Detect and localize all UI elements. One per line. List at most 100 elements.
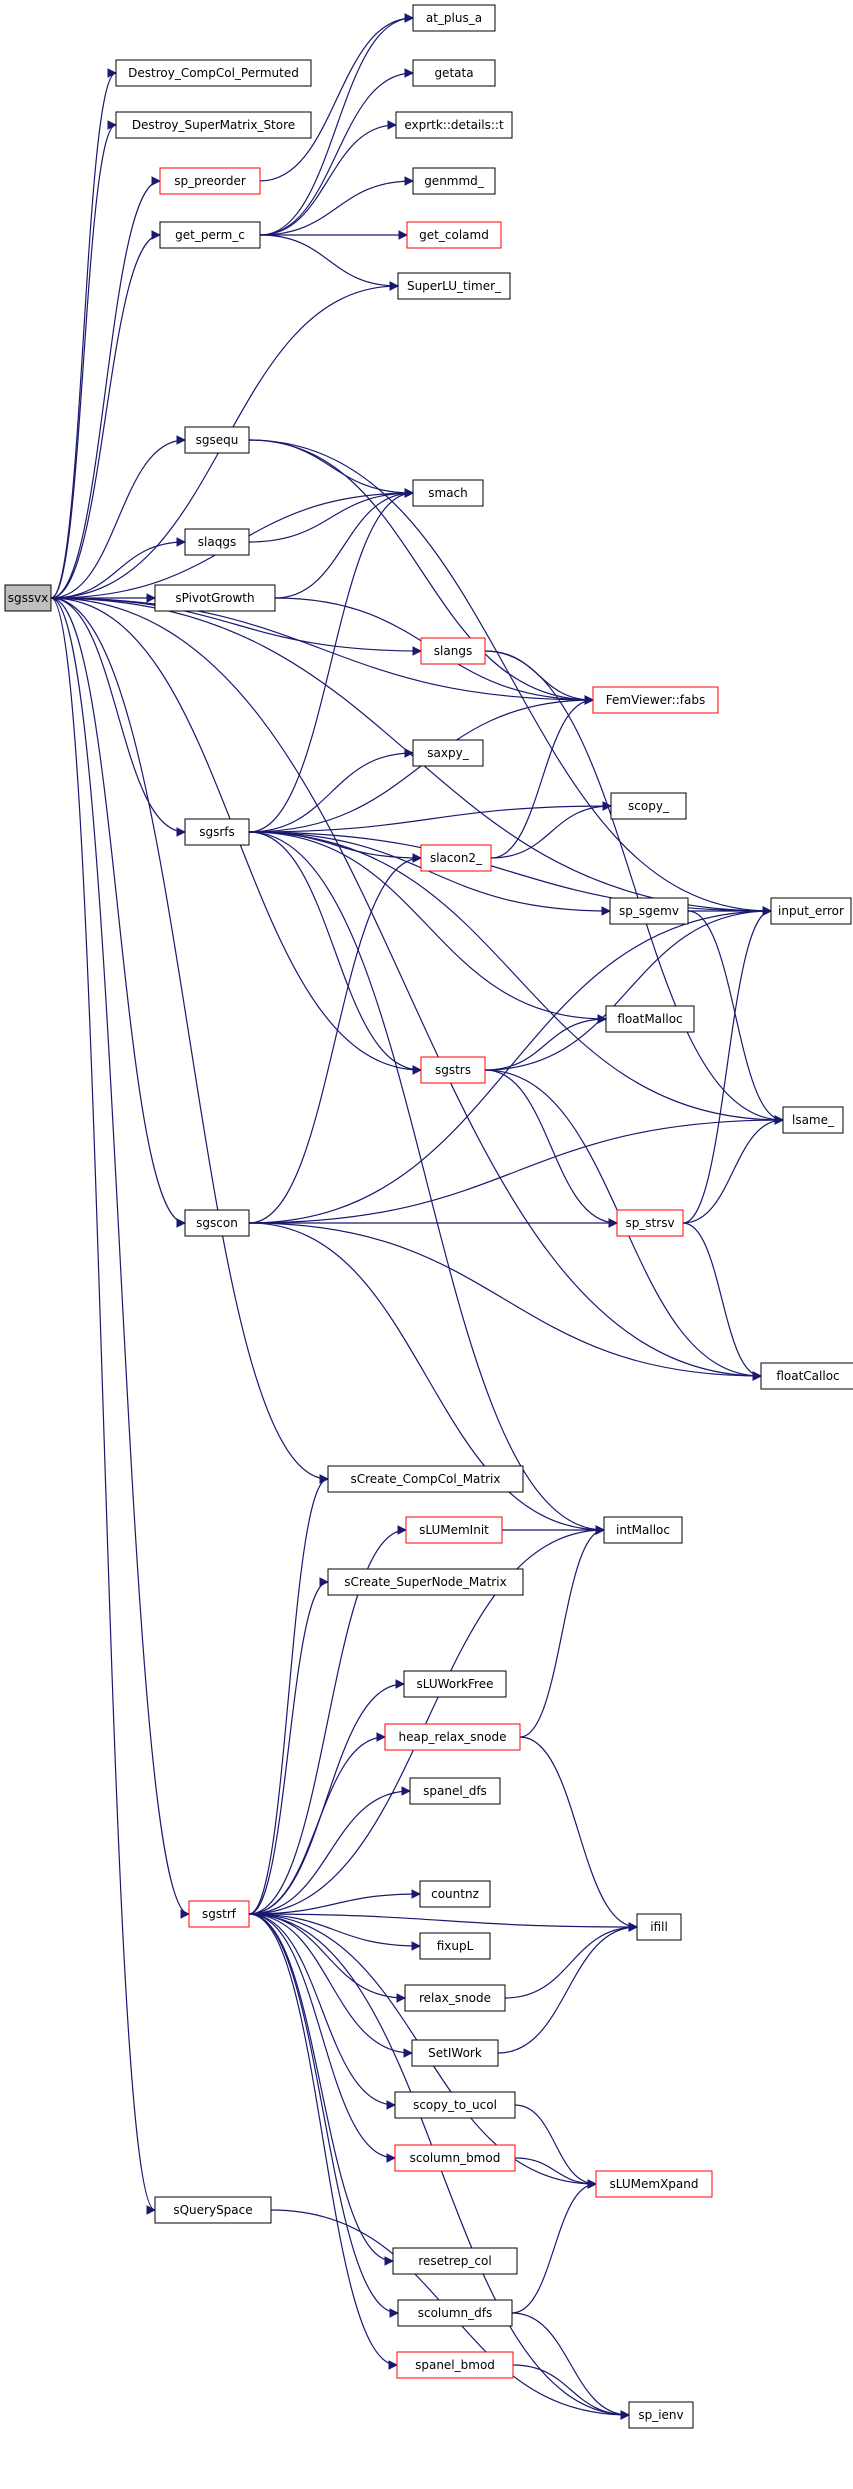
- node-box-relax_snode[interactable]: [404, 1984, 506, 2012]
- node-box-ifill[interactable]: [636, 1913, 682, 1941]
- node-floatmalloc[interactable]: floatMalloc: [605, 1005, 695, 1033]
- node-box-sp_strsv[interactable]: [616, 1209, 684, 1237]
- node-scolumn_bmod[interactable]: scolumn_bmod: [394, 2144, 516, 2172]
- node-lsame[interactable]: lsame_: [782, 1106, 844, 1134]
- node-box-input_error[interactable]: [770, 897, 852, 925]
- node-box-countnz[interactable]: [419, 1880, 491, 1908]
- node-box-exprtk[interactable]: [395, 111, 513, 139]
- node-scolumn_dfs[interactable]: scolumn_dfs: [397, 2299, 513, 2327]
- node-box-floatmalloc[interactable]: [605, 1005, 695, 1033]
- node-box-setiwork[interactable]: [411, 2039, 499, 2067]
- node-intmalloc[interactable]: intMalloc: [603, 1516, 683, 1544]
- node-box-slaqgs[interactable]: [184, 528, 250, 556]
- node-destroy_comp[interactable]: Destroy_CompCol_Permuted: [115, 59, 312, 87]
- node-box-screate_compcol[interactable]: [327, 1465, 524, 1493]
- node-setiwork[interactable]: SetIWork: [411, 2039, 499, 2067]
- node-box-at_plus_a[interactable]: [412, 4, 496, 32]
- node-destroy_super[interactable]: Destroy_SuperMatrix_Store: [115, 111, 312, 139]
- node-sp_ienv[interactable]: sp_ienv: [628, 2401, 694, 2429]
- node-box-slangs[interactable]: [420, 637, 486, 665]
- node-screate_supernode[interactable]: sCreate_SuperNode_Matrix: [327, 1568, 524, 1596]
- node-sgscon[interactable]: sgscon: [184, 1209, 250, 1237]
- node-spivotgrowth[interactable]: sPivotGrowth: [154, 584, 276, 612]
- node-box-sgssvx[interactable]: [4, 584, 52, 612]
- node-box-scolumn_dfs[interactable]: [397, 2299, 513, 2327]
- node-box-sgsrfs[interactable]: [184, 818, 250, 846]
- node-fixupl[interactable]: fixupL: [419, 1932, 491, 1960]
- node-femviewer[interactable]: FemViewer::fabs: [592, 686, 719, 714]
- node-box-spanel_dfs[interactable]: [409, 1777, 501, 1805]
- node-box-resetrep_col[interactable]: [392, 2247, 518, 2275]
- node-box-sgscon[interactable]: [184, 1209, 250, 1237]
- node-superlu_timer[interactable]: SuperLU_timer_: [397, 272, 511, 300]
- node-genmmd[interactable]: genmmd_: [412, 167, 496, 195]
- node-scopy[interactable]: scopy_: [610, 792, 687, 820]
- node-box-heap_relax[interactable]: [384, 1723, 521, 1751]
- node-sgssvx[interactable]: sgssvx: [4, 584, 52, 612]
- node-box-genmmd[interactable]: [412, 167, 496, 195]
- node-box-destroy_super[interactable]: [115, 111, 312, 139]
- node-exprtk[interactable]: exprtk::details::t: [395, 111, 513, 139]
- node-screate_compcol[interactable]: sCreate_CompCol_Matrix: [327, 1465, 524, 1493]
- node-countnz[interactable]: countnz: [419, 1880, 491, 1908]
- node-box-sp_sgemv[interactable]: [609, 897, 689, 925]
- node-relax_snode[interactable]: relax_snode: [404, 1984, 506, 2012]
- node-box-sp_preorder[interactable]: [159, 167, 261, 195]
- node-at_plus_a[interactable]: at_plus_a: [412, 4, 496, 32]
- node-sluworkfree[interactable]: sLUWorkFree: [403, 1670, 507, 1698]
- node-box-lsame[interactable]: [782, 1106, 844, 1134]
- node-slangs[interactable]: slangs: [420, 637, 486, 665]
- node-box-squeryspace[interactable]: [154, 2196, 272, 2224]
- node-sp_strsv[interactable]: sp_strsv: [616, 1209, 684, 1237]
- node-slacon2[interactable]: slacon2_: [420, 844, 492, 872]
- node-sgstrf[interactable]: sgstrf: [188, 1900, 250, 1928]
- node-smach[interactable]: smach: [412, 479, 484, 507]
- node-heap_relax[interactable]: heap_relax_snode: [384, 1723, 521, 1751]
- node-sp_sgemv[interactable]: sp_sgemv: [609, 897, 689, 925]
- node-box-sp_ienv[interactable]: [628, 2401, 694, 2429]
- node-get_colamd[interactable]: get_colamd: [406, 221, 502, 249]
- node-box-intmalloc[interactable]: [603, 1516, 683, 1544]
- node-spanel_bmod[interactable]: spanel_bmod: [396, 2351, 514, 2379]
- node-box-fixupl[interactable]: [419, 1932, 491, 1960]
- node-box-sluworkfree[interactable]: [403, 1670, 507, 1698]
- node-sgstrs[interactable]: sgstrs: [420, 1056, 486, 1084]
- node-box-scopy_to_ucol[interactable]: [394, 2091, 516, 2119]
- node-box-scolumn_bmod[interactable]: [394, 2144, 516, 2172]
- node-box-superlu_timer[interactable]: [397, 272, 511, 300]
- node-saxpy[interactable]: saxpy_: [412, 739, 484, 767]
- node-box-floatcalloc[interactable]: [760, 1362, 853, 1390]
- node-box-getata[interactable]: [412, 59, 496, 87]
- node-ifill[interactable]: ifill: [636, 1913, 682, 1941]
- node-box-sgstrf[interactable]: [188, 1900, 250, 1928]
- node-box-sgstrs[interactable]: [420, 1056, 486, 1084]
- node-box-femviewer[interactable]: [592, 686, 719, 714]
- node-squeryspace[interactable]: sQuerySpace: [154, 2196, 272, 2224]
- node-box-sgsequ[interactable]: [184, 426, 250, 454]
- node-input_error[interactable]: input_error: [770, 897, 852, 925]
- node-box-slumeminit[interactable]: [405, 1516, 503, 1544]
- node-sgsequ[interactable]: sgsequ: [184, 426, 250, 454]
- node-getata[interactable]: getata: [412, 59, 496, 87]
- node-scopy_to_ucol[interactable]: scopy_to_ucol: [394, 2091, 516, 2119]
- node-box-spanel_bmod[interactable]: [396, 2351, 514, 2379]
- node-box-smach[interactable]: [412, 479, 484, 507]
- node-box-get_perm_c[interactable]: [159, 221, 261, 249]
- node-box-spivotgrowth[interactable]: [154, 584, 276, 612]
- node-floatcalloc[interactable]: floatCalloc: [760, 1362, 853, 1390]
- node-box-destroy_comp[interactable]: [115, 59, 312, 87]
- node-slumemxpand[interactable]: sLUMemXpand: [595, 2170, 713, 2198]
- node-box-slacon2[interactable]: [420, 844, 492, 872]
- node-box-get_colamd[interactable]: [406, 221, 502, 249]
- node-sp_preorder[interactable]: sp_preorder: [159, 167, 261, 195]
- node-slaqgs[interactable]: slaqgs: [184, 528, 250, 556]
- node-spanel_dfs[interactable]: spanel_dfs: [409, 1777, 501, 1805]
- node-get_perm_c[interactable]: get_perm_c: [159, 221, 261, 249]
- node-box-screate_supernode[interactable]: [327, 1568, 524, 1596]
- node-resetrep_col[interactable]: resetrep_col: [392, 2247, 518, 2275]
- node-box-scopy[interactable]: [610, 792, 687, 820]
- node-box-slumemxpand[interactable]: [595, 2170, 713, 2198]
- node-sgsrfs[interactable]: sgsrfs: [184, 818, 250, 846]
- node-slumeminit[interactable]: sLUMemInit: [405, 1516, 503, 1544]
- node-box-saxpy[interactable]: [412, 739, 484, 767]
